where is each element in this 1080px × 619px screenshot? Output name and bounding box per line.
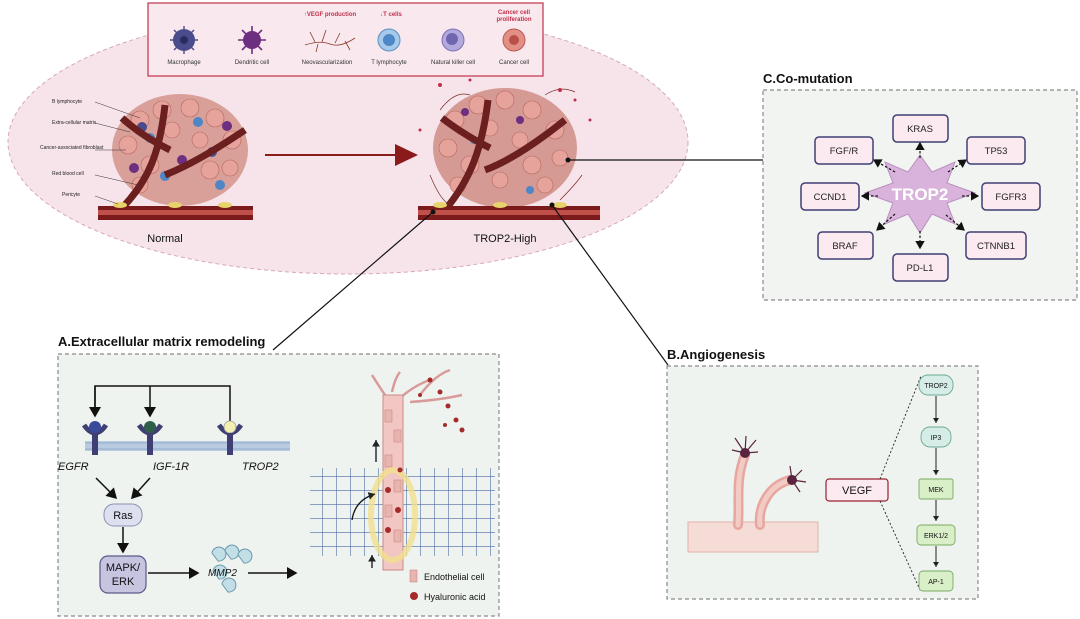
gene-box-fgfr: FGF/R — [814, 136, 874, 165]
transition-arrow — [265, 144, 418, 166]
annotation-b-lymphocyte: B lymphocyte — [52, 99, 82, 105]
gene-label-pdl1: PD-L1 — [907, 263, 934, 274]
gene-box-braf: BRAF — [817, 231, 874, 260]
vegf-node — [825, 478, 889, 502]
legend-neovasc — [304, 29, 356, 53]
legend-macrophage — [170, 26, 198, 54]
legend-header-tcells: ↓T cells — [380, 12, 402, 18]
legend-dendritic — [238, 26, 266, 54]
connector-to-angio — [551, 204, 669, 366]
legend-hyaluronic-swatch — [410, 592, 418, 600]
receptor-label-igf1r: IGF-1R — [153, 461, 189, 473]
mapk-erk-node — [99, 555, 147, 594]
trop2-high-label: TROP2-High — [474, 233, 537, 245]
legend-cancer-cell — [502, 28, 526, 52]
mmp2-enzymes — [211, 544, 253, 593]
curved-arrow — [351, 492, 376, 521]
vessel-sprout — [368, 368, 463, 571]
vegf-label: VEGF — [842, 485, 872, 497]
receptor-label-trop2: TROP2 — [242, 461, 279, 473]
connector-dot-angio — [549, 202, 555, 208]
normal-tumor-illustration — [98, 94, 253, 220]
normal-annotation-lines — [94, 101, 141, 205]
gene-box-tp53: TP53 — [966, 136, 1026, 165]
receptor-feedback-lines — [89, 385, 231, 422]
cell-membrane — [85, 441, 290, 451]
ecm-title: A.Extracellular matrix remodeling — [58, 334, 265, 349]
legend-label-macrophage: Macrophage — [167, 60, 201, 66]
trop2-center-label: TROP2 — [892, 185, 949, 204]
connector-dot-comutation — [565, 157, 571, 163]
mapk-label-1: MAPK/ — [106, 562, 141, 574]
annotation-pericyte: Pericyte — [62, 192, 80, 198]
gene-box-fgfr3: FGFR3 — [981, 182, 1041, 211]
legend-label-dendritic: Dendritic cell — [235, 60, 269, 66]
legend-label-t-lymphocyte: T lymphocyte — [371, 60, 407, 66]
connector-to-ecm — [272, 211, 434, 351]
comutation-title: C.Co-mutation — [763, 71, 853, 86]
pathway-node-ap1: AP-1 — [918, 570, 954, 592]
gene-box-kras: KRAS — [892, 114, 949, 143]
pathway-label-mek: MEK — [928, 487, 944, 494]
gene-label-fgfr3: FGFR3 — [995, 192, 1026, 203]
legend-endothelial-swatch — [409, 569, 418, 583]
gene-label-fgfr: FGF/R — [830, 146, 859, 157]
pathway-label-erk12: ERK1/2 — [924, 533, 948, 540]
pathway-node-erk12: ERK1/2 — [916, 524, 956, 546]
annotation-rbc: Red blood cell — [52, 171, 84, 177]
gene-label-braf: BRAF — [832, 241, 858, 252]
legend-label-cancer-cell: Cancer cell — [499, 60, 529, 66]
receptor-egfr — [81, 421, 109, 455]
angio-vessel-illustration — [687, 435, 819, 553]
connector-dot-ecm — [430, 209, 436, 215]
gene-box-pdl1: PD-L1 — [892, 253, 949, 282]
trop2-high-tumor-illustration — [418, 78, 600, 220]
annotation-ecm: Extra-cellular matrix — [52, 120, 97, 126]
cell-legend-box — [147, 2, 544, 77]
angio-title: B.Angiogenesis — [667, 347, 765, 362]
legend-header-cancer-2: proliferation — [496, 17, 531, 23]
ras-node — [103, 503, 143, 527]
gene-label-kras: KRAS — [907, 124, 933, 135]
gene-label-ccnd1: CCND1 — [814, 192, 847, 203]
vegf-dotted-lines — [879, 375, 922, 593]
legend-label-neovasc: Neovascularization — [302, 60, 353, 66]
receptor-label-egfr: EGFR — [58, 461, 89, 473]
ras-input-arrows — [95, 477, 151, 500]
receptor-trop2 — [216, 420, 244, 455]
normal-label: Normal — [147, 233, 182, 245]
pathway-label-trop2: TROP2 — [924, 383, 947, 390]
gene-label-ctnnb1: CTNNB1 — [977, 241, 1015, 252]
annotation-caf: Cancer-associated fibroblast — [40, 145, 104, 151]
hyaluronic-dots — [418, 377, 465, 433]
pathway-node-ip3: IP3 — [920, 426, 952, 448]
gene-label-tp53: TP53 — [985, 146, 1008, 157]
pathway-label-ap1: AP-1 — [928, 579, 944, 586]
legend-header-vegf: ↑VEGF production — [304, 12, 357, 18]
legend-endothelial-label: Endothelial cell — [424, 572, 485, 582]
vessel-growth-arrows — [368, 440, 380, 568]
mmp2-label: MMP2 — [208, 568, 237, 579]
mapk-label-2: ERK — [112, 576, 135, 588]
legend-nk-cell — [441, 28, 465, 52]
gene-box-ccnd1: CCND1 — [800, 182, 860, 211]
ras-label: Ras — [113, 510, 133, 522]
legend-t-lymphocyte — [377, 28, 401, 52]
pathway-node-trop2: TROP2 — [918, 374, 954, 396]
legend-label-nk-cell: Natural killer cell — [431, 60, 475, 66]
legend-header-cancer-1: Cancer cell — [498, 10, 530, 16]
legend-hyaluronic-label: Hyaluronic acid — [424, 592, 486, 602]
gene-box-ctnnb1: CTNNB1 — [965, 231, 1027, 260]
pathway-label-ip3: IP3 — [931, 435, 942, 442]
comutation-arrows — [860, 141, 980, 250]
pathway-node-mek: MEK — [918, 478, 954, 500]
receptor-igf1r — [136, 421, 164, 455]
